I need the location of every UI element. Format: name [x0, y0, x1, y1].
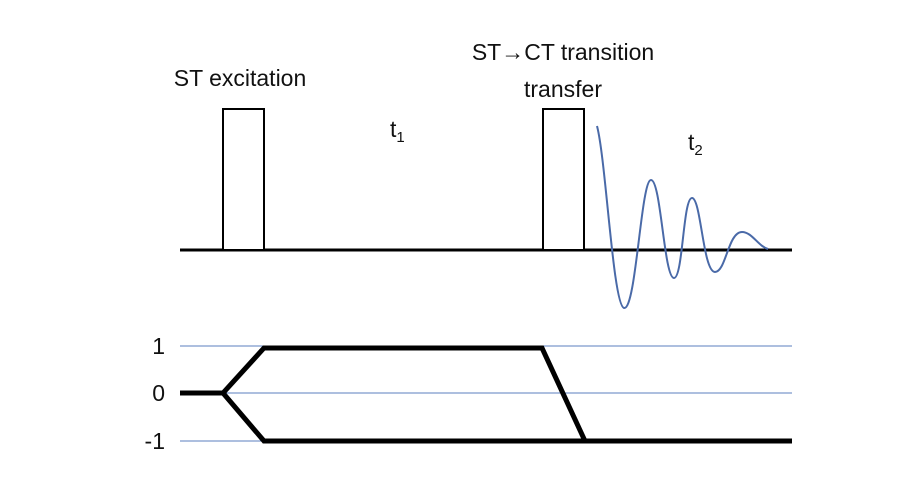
level-label-zero: 0	[152, 380, 165, 406]
transfer-label-line2: transfer	[524, 76, 602, 102]
st-excitation-pulse	[222, 108, 265, 251]
t1-label: t1	[390, 116, 405, 146]
coherence-path-lower	[221, 391, 585, 444]
t2-subscript: 2	[694, 142, 702, 159]
t2-main: t	[688, 129, 695, 155]
transfer-pulse	[542, 108, 585, 251]
fid-signal	[596, 125, 769, 310]
coherence-path-upper	[180, 345, 792, 444]
t1-subscript: 1	[396, 129, 404, 146]
level-label-minus-one: -1	[145, 428, 165, 454]
pulse-sequence	[180, 108, 792, 310]
st-excitation-label: ST excitation	[174, 65, 307, 91]
t2-label: t2	[688, 129, 703, 159]
transfer-label-line1: ST→CT transition	[472, 39, 654, 65]
level-label-plus-one: 1	[152, 333, 165, 359]
coherence-pathway: 1 0 -1	[145, 333, 792, 454]
t1-main: t	[390, 116, 397, 142]
